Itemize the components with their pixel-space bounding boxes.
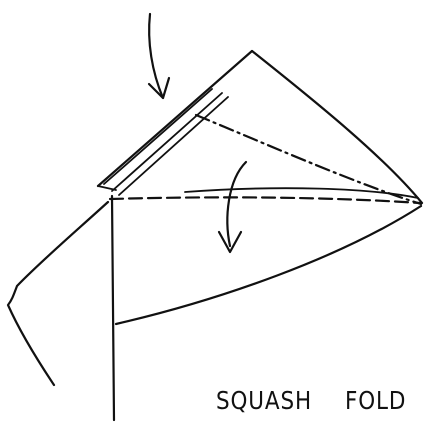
flap-tip-crease: [98, 186, 116, 190]
lower-diagonal-edge: [116, 206, 421, 324]
flap-right-edge: [252, 51, 422, 203]
caption-squash: SQUASH: [216, 386, 312, 415]
valley-fold-line: [110, 197, 420, 203]
squash-motion-arrow-shaft: [227, 162, 246, 246]
vertical-edge: [112, 196, 114, 420]
flap-inner-layer-2: [112, 93, 222, 191]
mountain-fold-line: [196, 115, 421, 204]
flap-left-edge: [98, 51, 252, 186]
flap-inner-layer-3: [119, 97, 228, 195]
caption-fold: FOLD: [345, 386, 406, 415]
left-zigzag-edge: [8, 202, 108, 385]
flap-inner-layer-1: [104, 89, 212, 184]
upper-edge-line: [185, 188, 418, 198]
